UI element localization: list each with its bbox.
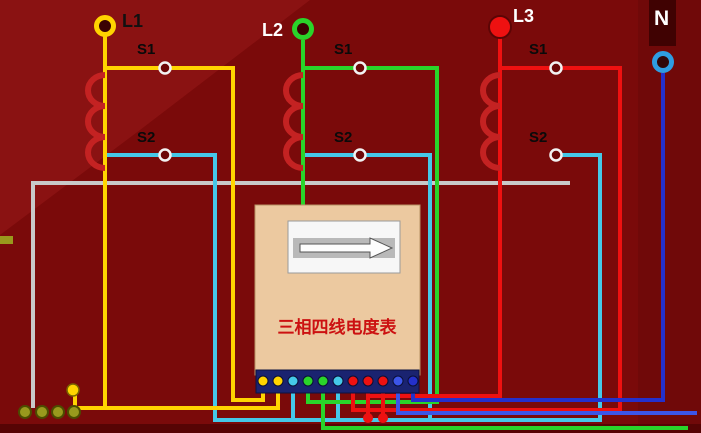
wire-l1-voltage-tap [73, 386, 280, 410]
wire-neutral-out [396, 386, 697, 415]
meter-terminal-5 [317, 375, 329, 387]
wire-ct-s2-bus [105, 153, 602, 422]
ct1-s2-terminal [158, 148, 172, 162]
label-l3: L3 [513, 6, 534, 26]
background-highlight [0, 0, 310, 235]
ct2-s2-terminal [353, 148, 367, 162]
label-ct3-s1: S1 [529, 41, 547, 58]
label-l2: L2 [262, 20, 283, 40]
meter-terminal-3 [287, 375, 299, 387]
label-ct2-s1: S1 [334, 41, 352, 58]
meter-terminal-11 [407, 375, 419, 387]
meter-terminal-10 [392, 375, 404, 387]
wire-common-gray [31, 181, 570, 408]
ct3-s2-terminal [549, 148, 563, 162]
background-right-band [638, 0, 701, 433]
ground-terminal-yellow [66, 383, 80, 397]
ct3-coil [480, 72, 501, 171]
terminal-l2 [292, 18, 314, 40]
label-ct1-s1: S1 [137, 41, 155, 58]
meter-terminal-7 [347, 375, 359, 387]
ground-lug-1 [18, 405, 32, 419]
terminal-l3 [488, 15, 512, 39]
terminal-l1 [94, 15, 116, 37]
meter-arrow-icon [299, 237, 394, 259]
ground-lug-3 [51, 405, 65, 419]
ground-lug-4 [67, 405, 81, 419]
meter-terminal-1 [257, 375, 269, 387]
meter-terminal-6 [332, 375, 344, 387]
wire-ct3-s1 [351, 66, 622, 412]
label-ct3-s2: S2 [529, 129, 547, 146]
ct1-coil [85, 72, 106, 171]
label-l1: L1 [122, 11, 143, 31]
left-edge-tab [0, 236, 13, 244]
ground-lug-2 [35, 405, 49, 419]
label-n: N [654, 7, 669, 30]
meter-terminal-9 [377, 375, 389, 387]
ct3-s1-terminal [549, 61, 563, 75]
terminal-n [652, 51, 674, 73]
wire-meter-terminal5 [321, 386, 688, 430]
wire-ct2-s2 [303, 153, 432, 420]
wire-end-dot-2 [378, 413, 388, 423]
ct2-coil [283, 72, 304, 171]
ct2-s1-terminal [353, 61, 367, 75]
neutral-label-stripe [649, 0, 676, 46]
wire-ct1-s1 [105, 66, 265, 402]
ct1-s1-terminal [158, 61, 172, 75]
meter-name-label: 三相四线电度表 [278, 317, 398, 337]
wire-end-dot-1 [363, 413, 373, 423]
meter-terminal-2 [272, 375, 284, 387]
meter-terminal-8 [362, 375, 374, 387]
meter-terminal-4 [302, 375, 314, 387]
label-ct2-s2: S2 [334, 129, 352, 146]
label-ct1-s2: S2 [137, 129, 155, 146]
